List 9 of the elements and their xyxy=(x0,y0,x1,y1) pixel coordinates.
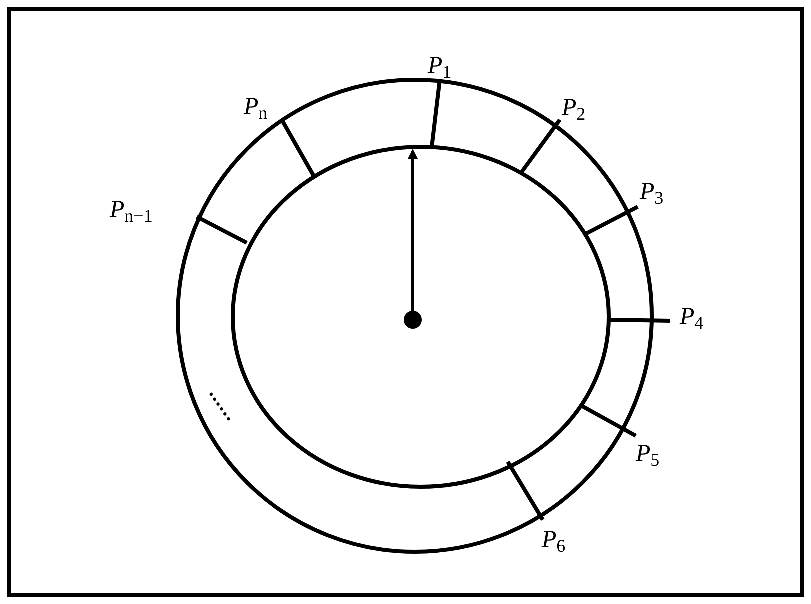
point-label: P$_{n}$ xyxy=(244,95,268,119)
point-label: P$_{6}$ xyxy=(542,528,566,552)
point-label: P$_{4}$ xyxy=(680,305,704,329)
ellipsis: ...... xyxy=(206,384,243,425)
point-label: P$_{1}$ xyxy=(428,54,452,78)
point-label: P$_{5}$ xyxy=(636,442,660,466)
point-label: P$_{2}$ xyxy=(562,96,586,120)
point-label: P$_{n−1}$ xyxy=(110,198,153,222)
point-label: P$_{3}$ xyxy=(640,180,664,204)
